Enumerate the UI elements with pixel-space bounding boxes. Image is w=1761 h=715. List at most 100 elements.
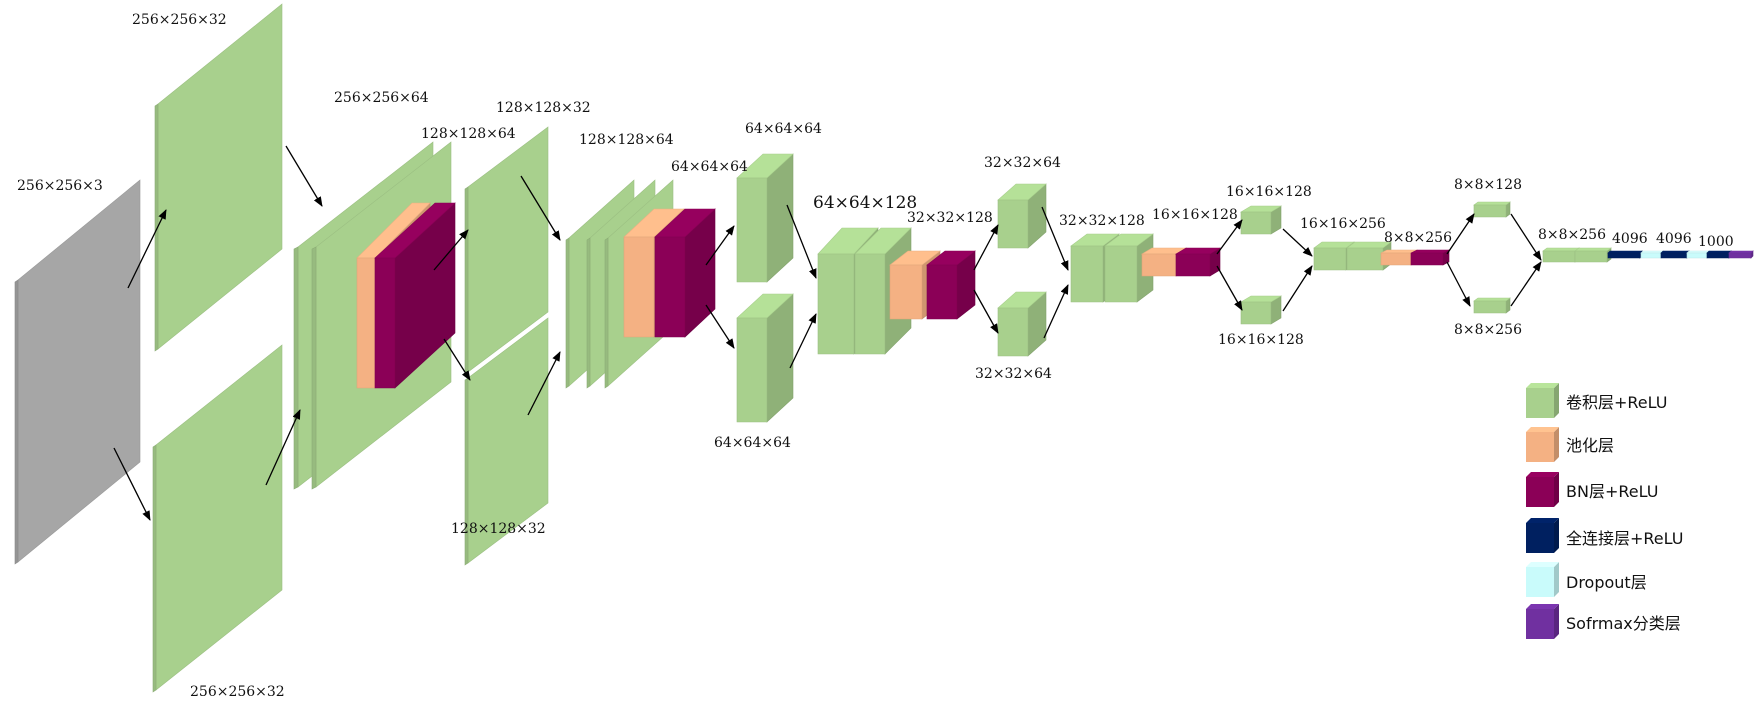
bn4-block-front (1175, 253, 1211, 277)
label-branch4-top: 32×32×64 (984, 155, 1061, 171)
bn3-block-front (926, 264, 958, 320)
arrow-merge4-to-branch5-top (1216, 219, 1243, 255)
merge4-block-b-front (1104, 245, 1138, 303)
legend-swatch-pool-side (1554, 427, 1559, 462)
label-merge3: 64×64×128 (813, 193, 917, 213)
branch6-bottom-block (1473, 297, 1511, 314)
input-layer-face (17, 179, 141, 563)
arrow-input-to-branch1-bottom (113, 447, 151, 521)
fc3-block-front (1706, 252, 1730, 259)
label-branch6-bottom: 8×8×256 (1454, 322, 1522, 338)
branch1-bottom-slab (152, 344, 283, 693)
arrow-branch2-bottom-to-merge2 (527, 351, 561, 416)
bn5-block (1410, 249, 1450, 266)
legend-swatch-bn-side (1554, 472, 1559, 507)
pool5-block-front (1380, 252, 1412, 266)
arrow-branch4-bottom-to-merge4 (1043, 284, 1069, 339)
branch3-top-block-front (736, 177, 768, 283)
dropout2-block-front (1686, 252, 1708, 259)
merge1-slab-b-edge (311, 246, 317, 490)
legend-item-bn: BN层+ReLU (1526, 472, 1658, 507)
branch3-bottom-block (736, 293, 794, 423)
branch6-top-block-top (1473, 201, 1511, 206)
label-pool5: 8×8×256 (1384, 230, 1452, 246)
dropout1-block-front (1640, 252, 1662, 259)
legend-swatch-pool-top (1526, 427, 1559, 432)
arrow-branch6-top-to-merge6 (1510, 213, 1542, 261)
label-pool3: 32×32×128 (907, 210, 993, 226)
bn2-block (654, 208, 716, 338)
dropout1-block (1640, 250, 1664, 259)
branch1-top-slab (154, 3, 283, 352)
legend-swatch-softmax-top (1526, 604, 1559, 609)
merge6-block-b-front (1574, 250, 1608, 263)
label-merge2: 128×128×64 (579, 132, 674, 148)
label-pool2: 64×64×64 (671, 159, 748, 175)
label-pool4: 16×16×128 (1152, 207, 1238, 223)
arrow-branch2-top-to-merge2 (520, 175, 561, 241)
legend-swatch-dropout-top (1526, 562, 1559, 567)
arrow-merge4-to-branch5-bottom (1216, 265, 1243, 311)
legend-item-conv: 卷积层+ReLU (1526, 383, 1667, 418)
merge5-block-b-front (1346, 247, 1384, 271)
legend-label-pool: 池化层 (1566, 436, 1614, 455)
label-fc2: 4096 (1656, 231, 1692, 247)
branch2-top-slab-edge (464, 186, 469, 375)
arrow-merge2-to-branch3-bottom (705, 304, 735, 349)
label-branch3-top: 64×64×64 (745, 121, 822, 137)
merge2-slab-c-edge (604, 237, 609, 389)
legend-swatch-fc (1526, 523, 1554, 553)
bn3-block (926, 250, 976, 320)
merge3-block-a-front (817, 253, 855, 355)
merge2-slab-b-edge (586, 237, 591, 389)
pool3-block-front (889, 264, 923, 320)
label-branch6-top: 8×8×128 (1454, 177, 1522, 193)
label-branch1-top: 256×256×32 (132, 12, 227, 28)
legend-swatch-dropout-side (1554, 562, 1559, 597)
legend-swatch-softmax (1526, 609, 1554, 639)
branch5-top-block (1239, 205, 1283, 235)
arrow-branch3-top-to-merge3 (786, 204, 817, 279)
fc3-block (1706, 250, 1732, 259)
branch4-bottom-block (997, 291, 1047, 357)
arrow-merge5-to-branch6-top (1446, 213, 1475, 255)
legend-swatch-bn-top (1526, 472, 1559, 477)
arrow-branch1-top-to-merge1 (285, 145, 323, 207)
bn2-block-front (654, 236, 686, 338)
branch6-top-block (1473, 201, 1511, 218)
softmax-block-front (1728, 252, 1752, 259)
legend-swatch-fc-top (1526, 518, 1559, 523)
legend-label-softmax: Sofrmax分类层 (1566, 614, 1681, 633)
input-layer (14, 179, 141, 565)
legend-item-softmax: Sofrmax分类层 (1526, 604, 1681, 639)
legend-item-dropout: Dropout层 (1526, 562, 1647, 597)
merge4-block-a-front (1070, 245, 1104, 303)
legend-swatch-conv-side (1554, 383, 1559, 418)
legend-swatch-pool (1526, 432, 1554, 462)
legend-label-dropout: Dropout层 (1566, 573, 1647, 592)
pool4-block-front (1141, 253, 1177, 277)
branch3-top-block (736, 153, 794, 283)
label-merge5: 16×16×256 (1300, 216, 1386, 232)
branch1-bottom-slab-edge (152, 444, 157, 693)
bn5-block-top (1410, 249, 1450, 254)
merge5-block-a-front (1313, 247, 1347, 271)
label-branch3-bottom: 64×64×64 (714, 435, 791, 451)
arrow-merge1-to-branch2-top (433, 229, 469, 271)
arrow-branch3-bottom-to-merge3 (789, 313, 817, 369)
merge6-block-b-top (1574, 247, 1612, 252)
branch4-top-block (997, 183, 1047, 249)
branch5-bottom-block (1239, 295, 1283, 325)
branch4-bottom-block-front (997, 307, 1029, 357)
legend-label-bn: BN层+ReLU (1566, 482, 1658, 501)
pool1-block-front (356, 257, 376, 389)
branch5-bottom-block-front (1240, 301, 1272, 325)
blocks-layer (14, 3, 1754, 693)
legend-label-fc: 全连接层+ReLU (1566, 529, 1683, 548)
dropout2-block (1686, 250, 1710, 259)
label-merge6: 8×8×256 (1538, 227, 1606, 243)
arrow-merge5-to-branch6-bottom (1446, 261, 1471, 307)
label-branch4-bottom: 32×32×64 (975, 366, 1052, 382)
